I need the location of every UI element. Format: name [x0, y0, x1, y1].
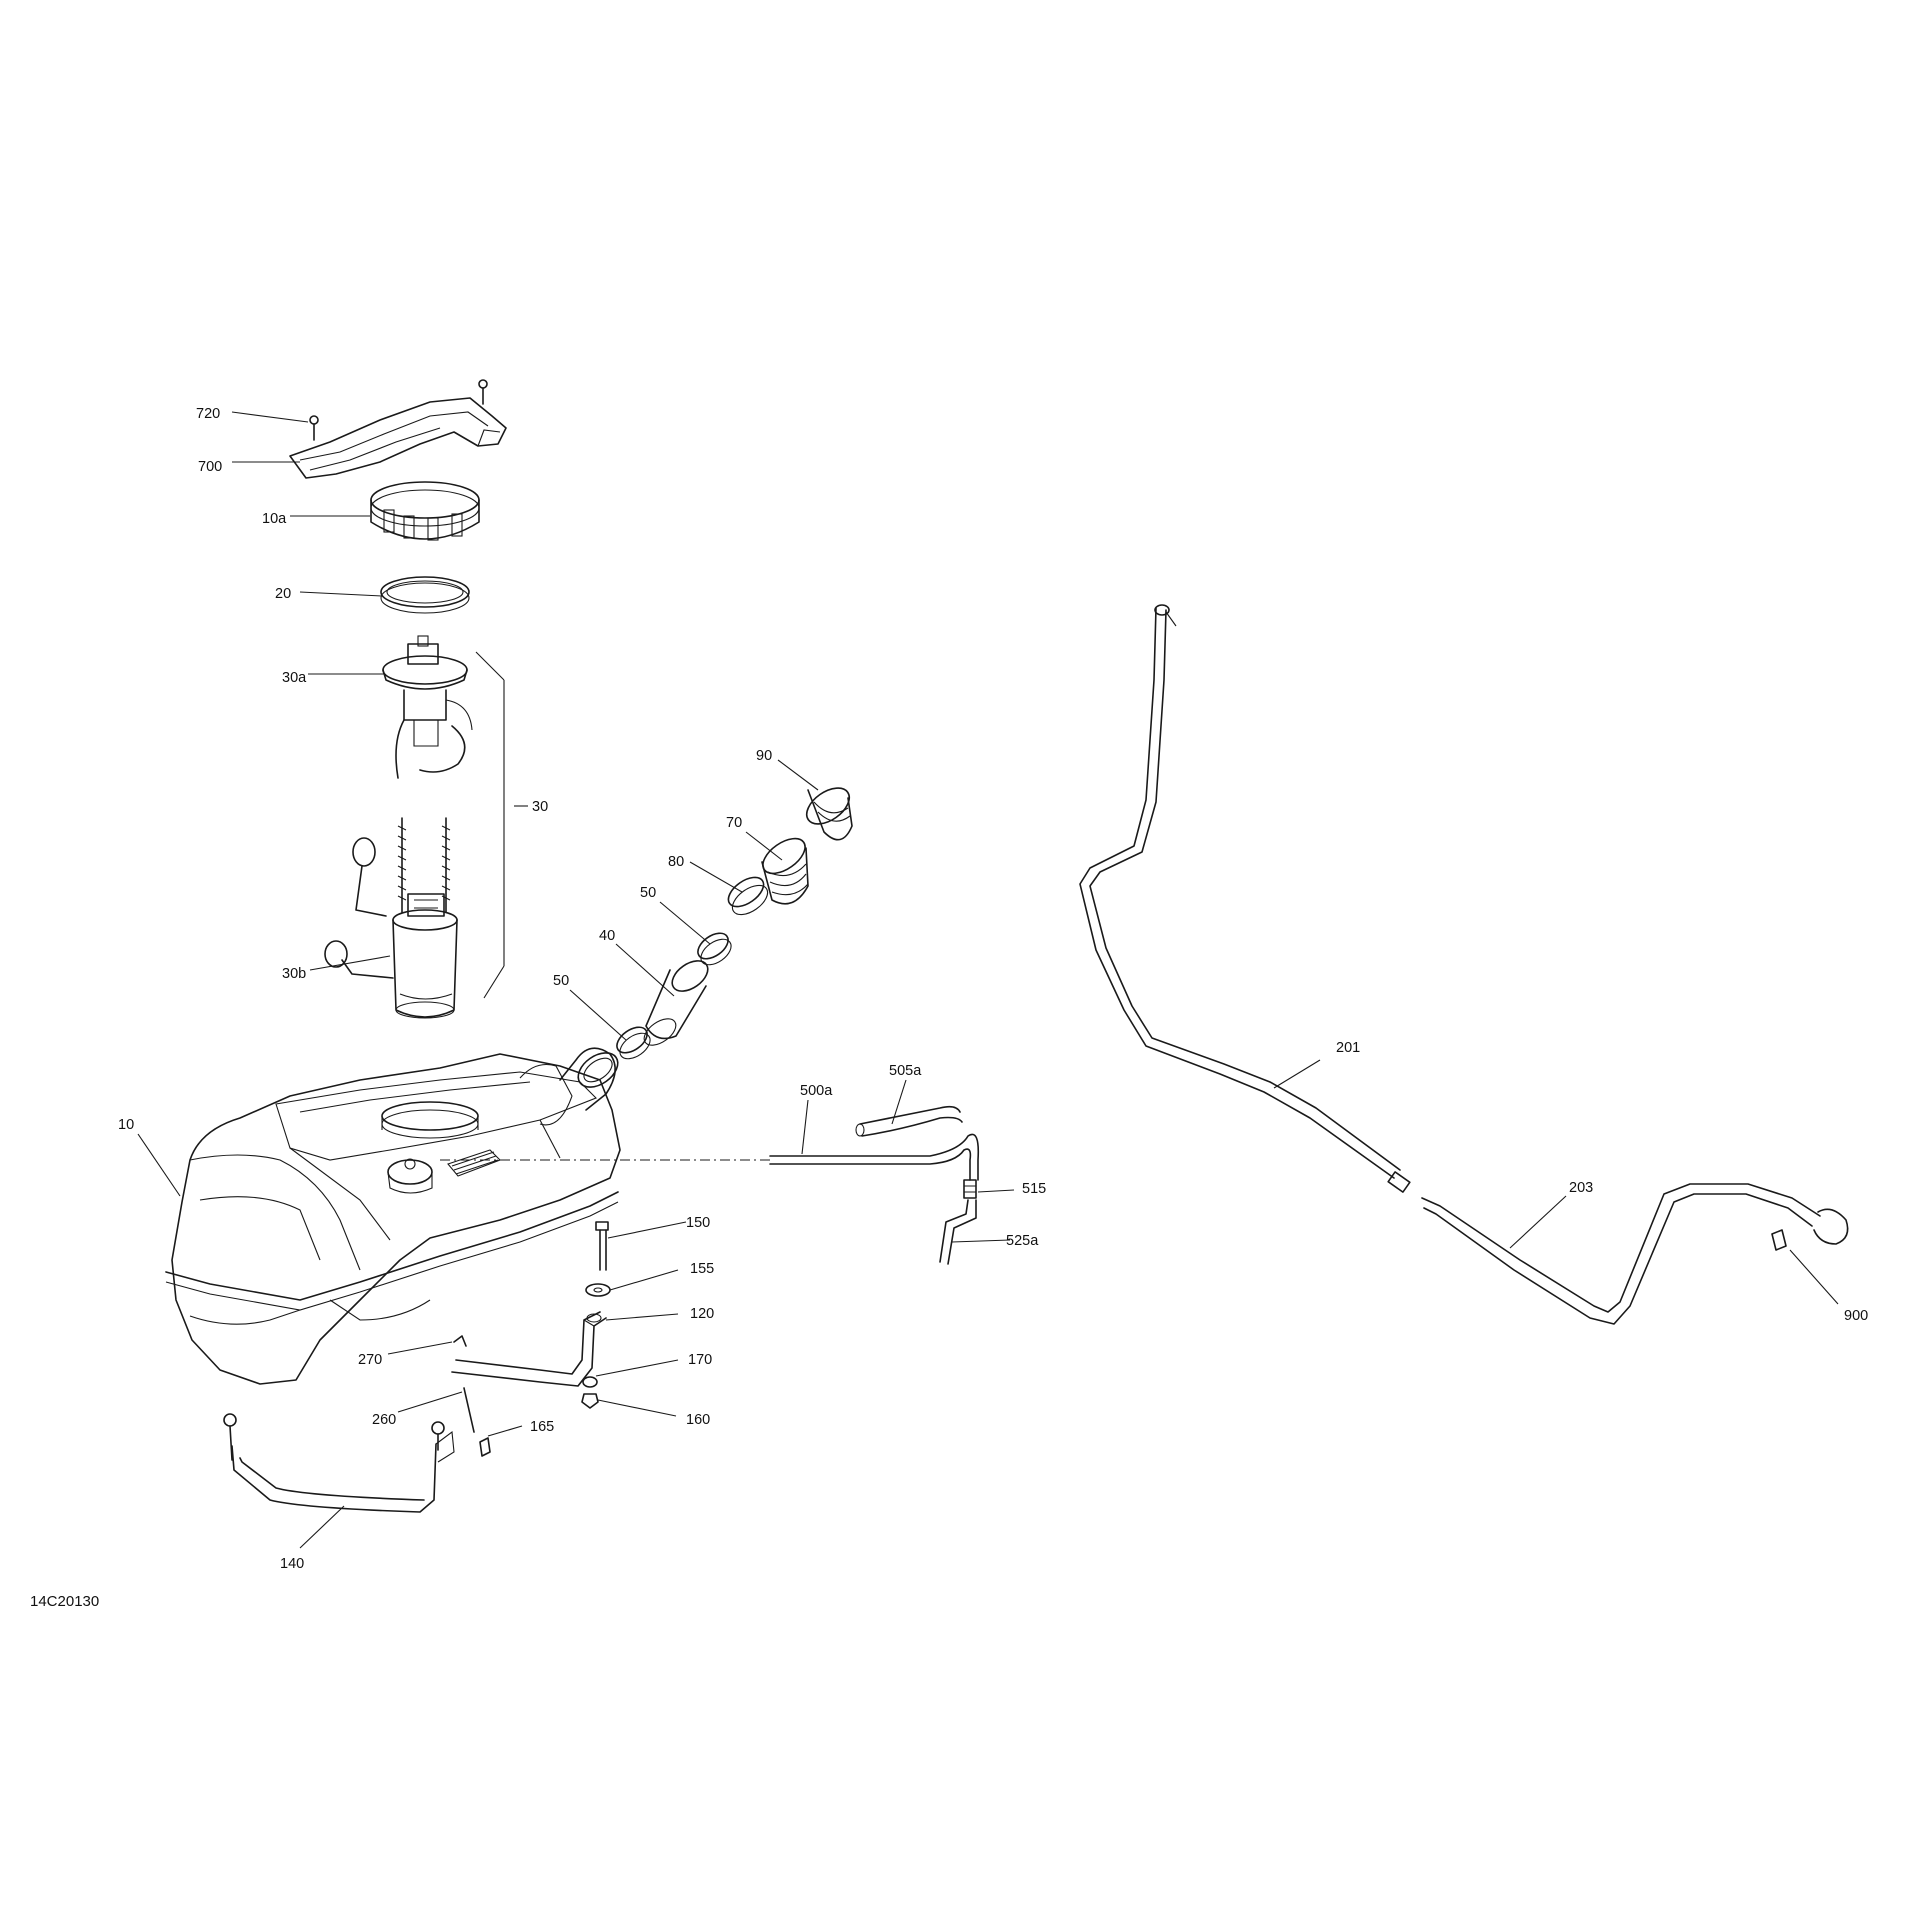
callout-80: 80	[668, 854, 684, 870]
callout-720: 720	[196, 406, 220, 422]
part-515-fitting	[963, 1179, 977, 1199]
part-90-fuel-cap	[805, 787, 853, 841]
part-50-upper-clamp	[697, 932, 732, 966]
drawing-id: 14C20130	[30, 1593, 99, 1610]
callout-10: 10	[118, 1117, 134, 1133]
part-30-assembly-bracket	[475, 651, 505, 999]
callout-30a: 30a	[282, 670, 307, 686]
callout-155: 155	[690, 1261, 714, 1277]
part-201-vent-line	[1079, 604, 1411, 1193]
leader-lines	[137, 411, 1839, 1549]
callout-700: 700	[198, 459, 222, 475]
callout-70: 70	[726, 815, 742, 831]
part-165-clip	[479, 1437, 491, 1457]
part-525a-hose	[939, 1199, 977, 1265]
part-500a-hose	[769, 1133, 980, 1181]
callout-515: 515	[1022, 1181, 1046, 1197]
callout-50-lower: 50	[553, 973, 569, 989]
part-270-clip	[453, 1335, 467, 1347]
callout-120: 120	[690, 1306, 714, 1322]
callout-525a: 525a	[1006, 1233, 1039, 1249]
callout-500a: 500a	[800, 1083, 833, 1099]
part-140-strap	[223, 1413, 455, 1513]
part-50-lower-clamp	[616, 1026, 651, 1060]
part-150-bolt	[595, 1221, 609, 1271]
part-505a-hose	[855, 1105, 963, 1137]
part-720-screw	[309, 379, 488, 441]
part-700-bracket	[289, 397, 507, 479]
part-170-washer	[582, 1376, 598, 1388]
callout-140: 140	[280, 1556, 304, 1572]
callout-30b: 30b	[282, 966, 306, 982]
callout-10a: 10a	[262, 511, 287, 527]
callout-30: 30	[532, 799, 548, 815]
part-203-vent-line	[1421, 1183, 1849, 1325]
part-20-gasket	[380, 576, 470, 614]
part-10a-lock-ring	[370, 481, 480, 541]
part-160-nut	[581, 1393, 599, 1409]
callout-50-upper: 50	[640, 885, 656, 901]
callout-165: 165	[530, 1419, 554, 1435]
callout-900: 900	[1844, 1308, 1868, 1324]
part-10-fuel-tank	[165, 1047, 770, 1385]
part-30a-pump-flange	[382, 635, 473, 779]
part-30b-pump-body	[324, 817, 458, 1019]
callout-170: 170	[688, 1352, 712, 1368]
part-80-ring	[727, 876, 769, 916]
callout-201: 201	[1336, 1040, 1360, 1056]
callout-260: 260	[372, 1412, 396, 1428]
callout-505a: 505a	[889, 1063, 922, 1079]
callout-160: 160	[686, 1412, 710, 1428]
part-155-washer	[585, 1283, 611, 1297]
part-70-filler-neck	[761, 837, 809, 905]
part-120-bracket	[451, 1311, 607, 1387]
part-40-hose	[643, 960, 709, 1046]
callout-203: 203	[1569, 1180, 1593, 1196]
part-900-clip	[1771, 1229, 1787, 1251]
callout-150: 150	[686, 1215, 710, 1231]
callout-40: 40	[599, 928, 615, 944]
callout-90: 90	[756, 748, 772, 764]
callout-270: 270	[358, 1352, 382, 1368]
part-260-rod	[463, 1387, 475, 1433]
callout-20: 20	[275, 586, 291, 602]
